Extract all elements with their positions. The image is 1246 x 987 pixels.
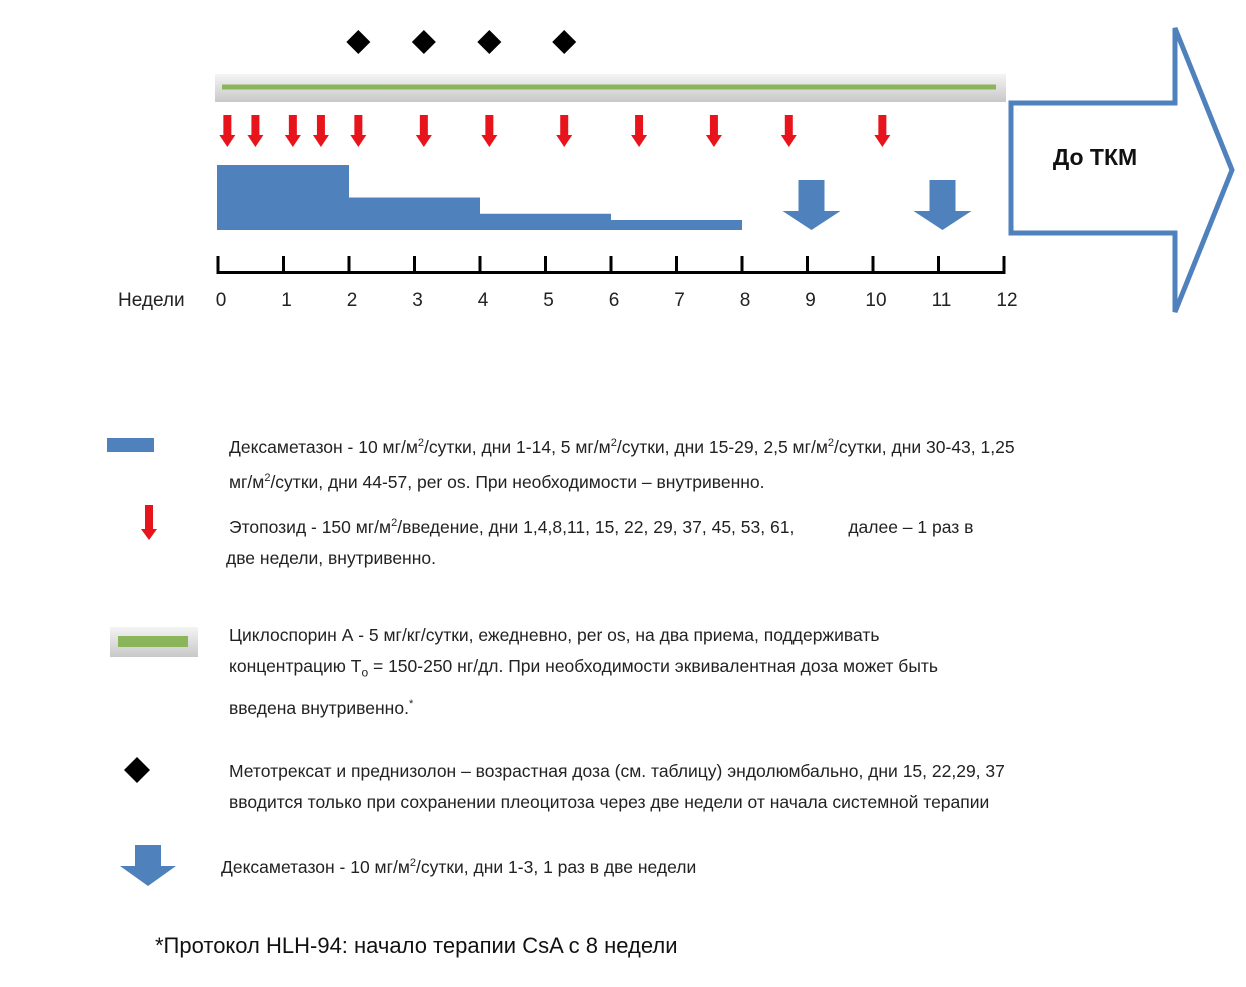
etoposide-arrow-shaft bbox=[485, 115, 494, 136]
etoposide-arrow-shaft bbox=[635, 115, 644, 136]
etoposide-arrow-shaft bbox=[288, 115, 297, 136]
to-transplant-label: До ТКМ bbox=[1053, 144, 1137, 170]
legend-sup: 2 bbox=[409, 857, 416, 869]
axis-tick-label: 1 bbox=[281, 290, 292, 311]
dexamethasone-pulse-arrow-shaft bbox=[929, 180, 956, 212]
etoposide-arrow-shaft bbox=[251, 115, 260, 136]
legend-text-part: Циклоспорин А - 5 мг/кг/сутки, ежедневно… bbox=[229, 625, 880, 645]
etoposide-arrow-head bbox=[350, 135, 367, 147]
legend-etoposide-text: Этопозид - 150 мг/м2/введение, дни 1,4,8… bbox=[226, 508, 1126, 574]
legend-text-part: /введение, дни 1,4,8,11, 15, 22, 29, 37,… bbox=[397, 516, 795, 537]
methotrexate-diamond bbox=[346, 30, 371, 54]
axis-tick-label: 2 bbox=[347, 290, 358, 311]
axis-tick-label: 8 bbox=[740, 290, 751, 311]
footnote: *Протокол HLH-94: начало терапии CsA с 8… bbox=[155, 933, 678, 958]
legend-sup: 2 bbox=[610, 437, 617, 449]
legend-sup: * bbox=[408, 697, 414, 710]
axis-tick-label: 11 bbox=[932, 290, 952, 311]
legend-mtx-text: Метотрексат и преднизолон – возрастная д… bbox=[229, 756, 1189, 818]
cyclosporin-bar bbox=[222, 84, 996, 90]
legend-sup: 2 bbox=[417, 437, 424, 449]
legend-cyclosporin-text: Циклоспорин А - 5 мг/кг/сутки, ежедневно… bbox=[229, 620, 1129, 723]
dexamethasone-step bbox=[348, 197, 480, 230]
etoposide-arrows bbox=[219, 115, 891, 147]
legend-diamond-icon bbox=[124, 757, 150, 783]
dexamethasone-pulse-arrow-head bbox=[782, 211, 841, 230]
etoposide-arrow-shaft bbox=[354, 115, 363, 136]
axis-tick-label: 0 bbox=[216, 290, 227, 311]
legend-sup: 2 bbox=[264, 471, 271, 484]
etoposide-arrow-shaft bbox=[419, 115, 428, 136]
legend-text-part: две недели, внутривенно. bbox=[226, 547, 436, 568]
etoposide-arrow-head bbox=[247, 135, 264, 147]
methotrexate-diamond bbox=[411, 30, 436, 54]
dexamethasone-steps bbox=[217, 165, 742, 230]
axis-tick-label: 9 bbox=[805, 290, 816, 311]
axis-tick-label: 3 bbox=[412, 290, 423, 311]
legend-text-part: Метотрексат и преднизолон – возрастная д… bbox=[229, 761, 1005, 781]
etoposide-arrow-head bbox=[312, 135, 329, 147]
legend-dexa-swatch bbox=[107, 438, 154, 452]
legend-sub: о bbox=[361, 665, 369, 680]
legend-text-part: Этопозид - 150 мг/м bbox=[229, 516, 392, 537]
etoposide-arrow-head bbox=[631, 135, 648, 147]
dexamethasone-step bbox=[217, 165, 349, 230]
legend-text-part: мг/м bbox=[229, 471, 265, 492]
legend-etoposide-arrow-icon bbox=[141, 505, 157, 540]
axis-tick-label: 6 bbox=[609, 290, 620, 311]
legend-dexa-pulse-text: Дексаметазон - 10 мг/м2/сутки, дни 1-3, … bbox=[221, 848, 1021, 883]
legend-text-part: /сутки, дни 1-3, 1 раз в две недели bbox=[416, 856, 697, 877]
axis-tick-label: 7 bbox=[674, 290, 685, 311]
dexamethasone-pulse-arrow-shaft bbox=[798, 180, 825, 212]
legend-sup: 2 bbox=[391, 517, 398, 529]
etoposide-arrow-shaft bbox=[784, 115, 793, 136]
axis-tick-label: 12 bbox=[996, 290, 1017, 311]
dexamethasone-pulse-arrow-head bbox=[913, 211, 972, 230]
etoposide-arrow-head bbox=[556, 135, 573, 147]
legend-text-part: Дексаметазон - 10 мг/м bbox=[221, 856, 410, 877]
axis-tick-label: 5 bbox=[543, 290, 554, 311]
week-axis bbox=[216, 256, 1006, 274]
legend-text-part: /сутки, дни 30-43, 1,25 bbox=[833, 436, 1015, 457]
legend-text-part: вводится только при сохранении плеоцитоз… bbox=[229, 792, 990, 812]
legend-text-part: введена внутривенно. bbox=[229, 697, 409, 718]
to-transplant-arrow bbox=[1008, 27, 1235, 313]
methotrexate-diamond bbox=[477, 30, 502, 54]
etoposide-arrow-shaft bbox=[878, 115, 887, 136]
etoposide-arrow-head bbox=[780, 135, 797, 147]
etoposide-arrow-head bbox=[415, 135, 432, 147]
legend-down-arrow-icon bbox=[120, 845, 176, 886]
dexamethasone-pulse-arrows bbox=[782, 180, 972, 230]
etoposide-arrow-head bbox=[284, 135, 301, 147]
etoposide-arrow-head bbox=[705, 135, 722, 147]
legend-text-part: далее – 1 раз в bbox=[848, 516, 974, 537]
axis-tick-label: 4 bbox=[478, 290, 489, 311]
legend-dexa-text: Дексаметазон - 10 мг/м2/сутки, дни 1-14,… bbox=[229, 428, 1189, 498]
etoposide-arrow-head bbox=[481, 135, 498, 147]
dexamethasone-step bbox=[610, 220, 742, 230]
legend-cyclosporin-swatch bbox=[110, 627, 198, 657]
etoposide-arrow-shaft bbox=[560, 115, 569, 136]
axis-tick-label: 10 bbox=[865, 290, 886, 311]
etoposide-arrow-shaft bbox=[223, 115, 232, 136]
legend-text-part: = 150-250 нг/дл. При необходимости эквив… bbox=[368, 656, 939, 676]
legend-text-part: /сутки, дни 44-57, per os. При необходим… bbox=[270, 471, 765, 492]
etoposide-arrow-head bbox=[874, 135, 891, 147]
legend-text-part: Дексаметазон - 10 мг/м bbox=[229, 436, 418, 457]
legend-text-part: /сутки, дни 1-14, 5 мг/м bbox=[424, 436, 611, 457]
methotrexate-diamonds bbox=[346, 30, 577, 54]
etoposide-arrow-shaft bbox=[316, 115, 325, 136]
legend-sup: 2 bbox=[827, 437, 834, 449]
legend-text-part: /сутки, дни 15-29, 2,5 мг/м bbox=[616, 436, 828, 457]
axis-label: Недели bbox=[118, 290, 185, 311]
dexamethasone-step bbox=[479, 213, 611, 230]
legend-text-part: концентрацию Т bbox=[229, 656, 362, 676]
methotrexate-diamond bbox=[552, 30, 577, 54]
etoposide-arrow-shaft bbox=[709, 115, 718, 136]
etoposide-arrow-head bbox=[219, 135, 236, 147]
